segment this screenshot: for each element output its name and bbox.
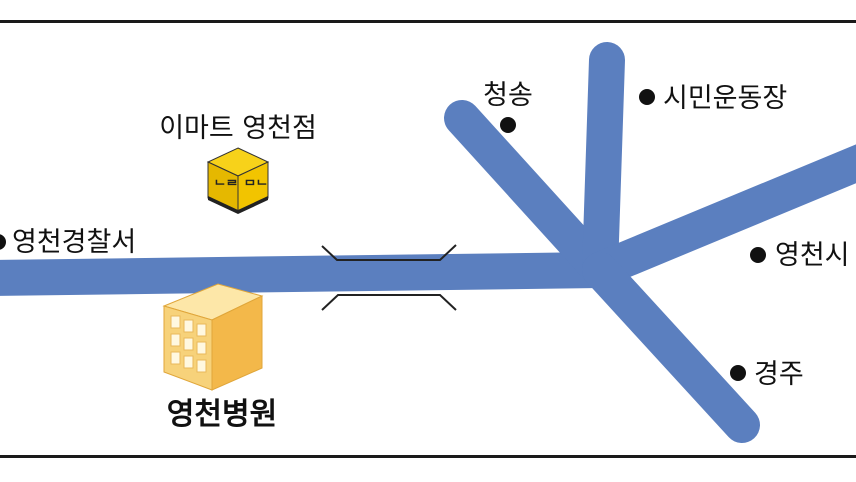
emart-cube-logo-icon: ᄂᄅ ᄆᄂ	[206, 147, 270, 214]
label-cheongsong: 청송	[483, 80, 533, 111]
marker-stadium	[639, 89, 655, 105]
label-gyeongju: 경주	[754, 359, 804, 390]
road-north	[582, 42, 625, 288]
label-police: 영천경찰서	[12, 227, 136, 258]
marker-gyeongju	[730, 365, 746, 381]
svg-text:ᄆᄂ: ᄆᄂ	[244, 179, 268, 194]
bridge	[321, 244, 457, 311]
marker-city-hall	[750, 247, 766, 263]
road-east	[582, 144, 856, 288]
bridge-bottom-edge	[321, 294, 457, 311]
marker-cheongsong	[500, 117, 516, 133]
road-to-gyeongju	[582, 252, 760, 443]
label-emart: 이마트 영천점	[159, 113, 317, 144]
bridge-top-edge	[321, 244, 457, 261]
label-hospital: 영천병원	[167, 397, 277, 432]
road-to-cheongsong	[444, 100, 618, 288]
label-city-hall: 영천시	[775, 240, 850, 271]
hospital-building-icon	[162, 283, 264, 391]
marker-police	[0, 234, 6, 250]
road-main-west	[0, 252, 618, 296]
roads	[0, 42, 856, 443]
svg-text:ᄂᄅ: ᄂᄅ	[214, 179, 238, 194]
label-stadium: 시민운동장	[663, 83, 787, 114]
